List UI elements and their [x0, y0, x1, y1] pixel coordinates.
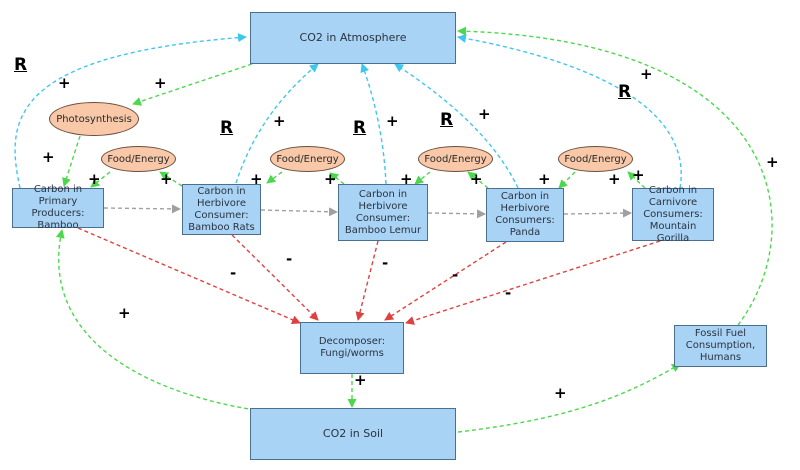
arrow-food-3-to-lemur — [414, 171, 431, 185]
sign-plus: + — [42, 148, 55, 166]
loop-marker-r-3: R — [353, 118, 367, 138]
node-fossil-fuel: Fossil Fuel Consumption, Humans — [674, 325, 767, 367]
node-decomposer: Decomposer: Fungi/worms — [300, 322, 404, 374]
arrow-atmosphere-to-photosynthesis — [132, 63, 253, 106]
arrow-lemur-to-food-2 — [329, 172, 345, 185]
sign-plus: + — [640, 65, 653, 83]
sign-plus: + — [88, 170, 101, 188]
arrow-rats-to-food-1 — [159, 171, 183, 187]
arrow-rats-to-lemur — [260, 207, 338, 217]
arrow-lemur-to-decomposer — [355, 240, 379, 321]
arrow-rats-to-atmosphere — [235, 63, 319, 184]
sign-plus: + — [273, 112, 286, 130]
arrow-lemur-to-atmosphere — [360, 63, 387, 185]
sign-plus: + — [400, 170, 413, 188]
sign-plus: + — [766, 153, 779, 171]
loop-marker-r-4: R — [440, 110, 454, 130]
sign-minus: - — [382, 254, 389, 272]
arrow-producers-to-decomposer — [77, 227, 301, 324]
node-bamboo-rats: Carbon in Herbivore Consumer: Bamboo Rat… — [182, 184, 261, 235]
oval-food-energy-3: Food/Energy — [418, 146, 493, 172]
sign-plus: + — [324, 170, 337, 188]
sign-minus: - — [286, 250, 293, 268]
oval-food-energy-2: Food/Energy — [270, 146, 345, 172]
arrow-photosynthesis-to-producers — [62, 135, 81, 187]
oval-food-energy-4: Food/Energy — [558, 146, 633, 172]
arrow-rats-to-decomposer — [231, 234, 319, 321]
arrow-soil-to-fossil-fuel — [457, 363, 681, 433]
node-primary-producers: Carbon in Primary Producers: Bamboo — [12, 184, 104, 231]
node-mountain-gorilla: Carbon in Carnivore Consumers: Mountain … — [632, 185, 714, 244]
arrow-panda-to-gorilla — [563, 208, 632, 218]
loop-marker-r-1: R — [14, 55, 28, 75]
arrow-producers-to-rats — [103, 204, 181, 214]
arrow-panda-to-food-3 — [467, 171, 489, 189]
arrow-lemur-to-panda — [427, 209, 486, 219]
arrow-gorilla-to-food-4 — [627, 171, 646, 189]
sign-minus: - — [230, 264, 237, 282]
sign-plus: + — [154, 74, 167, 92]
sign-minus: - — [452, 266, 459, 284]
arrow-gorilla-to-atmosphere — [457, 34, 682, 189]
sign-plus: + — [470, 170, 483, 188]
arrow-food-4-to-panda — [558, 171, 576, 189]
arrow-panda-to-decomposer — [384, 241, 507, 321]
sign-plus: + — [554, 384, 567, 402]
arrow-gorilla-to-decomposer — [405, 240, 661, 325]
node-co2-soil: CO2 in Soil — [250, 408, 456, 460]
node-bamboo-lemur: Carbon in Herbivore Consumer: Bamboo Lem… — [338, 184, 428, 241]
node-co2-atmosphere: CO2 in Atmosphere — [250, 12, 456, 64]
node-panda: Carbon in Herbivore Consumers: Panda — [486, 188, 564, 242]
arrow-fossil-fuel-to-atmosphere — [457, 26, 773, 326]
sign-plus: + — [354, 371, 367, 389]
arrow-producers-to-atmosphere — [14, 33, 247, 189]
sign-plus: + — [386, 112, 399, 130]
sign-minus: - — [505, 284, 512, 302]
oval-photosynthesis: Photosynthesis — [49, 102, 139, 136]
sign-plus: + — [250, 170, 263, 188]
sign-plus: + — [478, 105, 491, 123]
sign-plus: + — [118, 304, 131, 322]
arrow-soil-to-producers — [55, 229, 256, 411]
sign-plus: + — [632, 166, 645, 184]
arrow-food-2-to-rats — [266, 171, 283, 184]
loop-marker-r-2: R — [220, 118, 234, 138]
oval-food-energy-1: Food/Energy — [101, 146, 176, 172]
sign-plus: + — [58, 74, 71, 92]
sign-plus: + — [608, 170, 621, 188]
sign-plus: + — [160, 170, 173, 188]
sign-plus: + — [538, 170, 551, 188]
loop-marker-r-5: R — [618, 82, 632, 102]
